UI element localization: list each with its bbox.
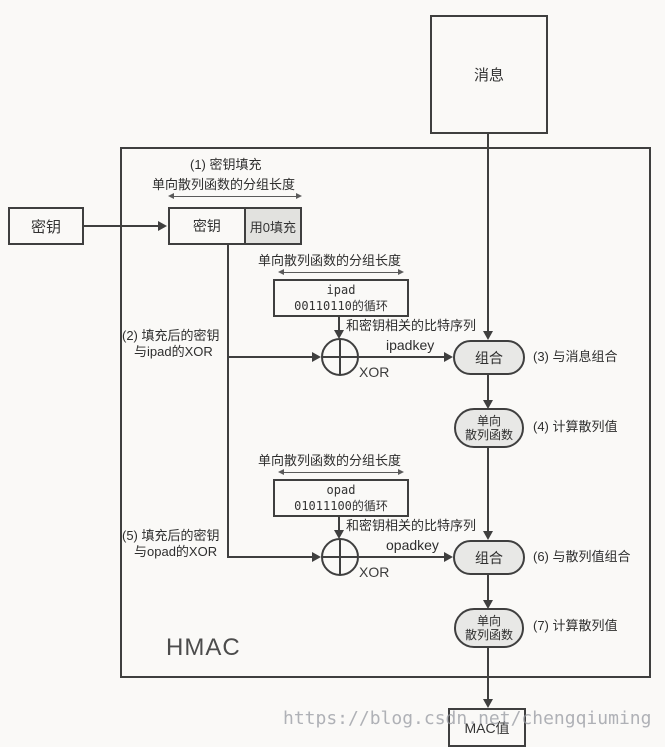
hash-function-node-2: 单向 散列函数 [454, 608, 524, 648]
combine2-label: 组合 [475, 549, 503, 566]
arrowhead-xor1-to-combine1 [444, 352, 453, 362]
connector-paddedkey-down [227, 245, 229, 558]
bit-sequence-label-1: 和密钥相关的比特序列 [346, 318, 477, 333]
xor1-label: XOR [359, 364, 390, 380]
key-box: 密钥 [8, 207, 84, 245]
block-length-label-3: 单向散列函数的分组长度 [258, 453, 402, 468]
hash1-label-line2: 散列函数 [464, 428, 513, 442]
zero-pad-cell: 用0填充 [243, 209, 300, 243]
arrowhead-hash2-to-mac [483, 699, 493, 708]
arrowhead-xor2-to-combine2 [444, 552, 453, 562]
hmac-title: HMAC [166, 634, 241, 661]
bit-sequence-label-2: 和密钥相关的比特序列 [346, 518, 477, 533]
arrowhead-to-xor2 [312, 552, 321, 562]
message-label: 消息 [473, 67, 504, 84]
ipadkey-label: ipadkey [386, 337, 435, 353]
block-length-label-1: 单向散列函数的分组长度 [152, 177, 296, 192]
connector-key-to-padded [84, 225, 160, 227]
hash2-label-line1: 单向 [476, 614, 501, 628]
key-label: 密钥 [30, 218, 61, 236]
connector-paddedkey-to-xor1 [227, 356, 315, 358]
padded-key-box: 密钥 用0填充 [168, 207, 302, 245]
step1-label: (1) 密钥填充 [190, 157, 262, 172]
step3-label: (3) 与消息组合 [533, 349, 618, 364]
connector-xor1-to-combine1 [359, 356, 447, 358]
hash1-label-line1: 单向 [476, 414, 501, 428]
connector-combine2-to-hash2 [487, 575, 489, 602]
step2-label-line1: (2) 填充后的密钥 [122, 328, 220, 343]
opad-label: opad [326, 483, 356, 497]
arrowhead-opad-to-xor2 [334, 530, 344, 539]
arrowhead-hash1-to-combine2 [483, 531, 493, 540]
step2-label-line2: 与ipad的XOR [134, 344, 213, 359]
arrowhead-to-xor1 [312, 352, 321, 362]
combine-node-1: 组合 [453, 340, 525, 375]
connector-message-to-combine1 [487, 134, 489, 333]
connector-paddedkey-to-xor2 [227, 556, 315, 558]
step4-label: (4) 计算散列值 [533, 419, 618, 434]
opad-cycle-label: 01011100的循环 [294, 499, 388, 513]
arrowhead-combine1-to-hash1 [483, 400, 493, 409]
double-arrow-icon [278, 268, 404, 277]
hash-function-node-1: 单向 散列函数 [454, 408, 524, 448]
combine-node-2: 组合 [453, 540, 525, 575]
connector-hash2-to-mac [487, 648, 489, 701]
opadkey-label: opadkey [386, 537, 439, 553]
ipad-cycle-label: 00110110的循环 [294, 299, 388, 313]
arrowhead-message-to-combine1 [483, 331, 493, 340]
padded-key-cell: 密钥 [170, 209, 244, 243]
xor-circle-icon-1 [321, 338, 359, 376]
step5-label-line2: 与opad的XOR [134, 544, 218, 559]
connector-xor2-to-combine2 [359, 556, 447, 558]
double-arrow-icon [278, 468, 404, 477]
arrowhead-combine2-to-hash2 [483, 600, 493, 609]
xor2-label: XOR [359, 564, 390, 580]
step6-label: (6) 与散列值组合 [533, 549, 631, 564]
hmac-container-box [120, 147, 651, 678]
watermark-url: https://blog.csdn.net/chengqiuming [283, 708, 652, 729]
xor-circle-icon-2 [321, 538, 359, 576]
ipad-box: ipad 00110110的循环 [273, 279, 409, 317]
hash2-label-line2: 散列函数 [464, 628, 513, 642]
connector-ipad-to-xor1 [338, 317, 340, 332]
padded-key-label: 密钥 [192, 218, 221, 234]
connector-opad-to-xor2 [338, 517, 340, 532]
ipad-label: ipad [326, 283, 356, 297]
block-length-label-2: 单向散列函数的分组长度 [258, 253, 402, 268]
opad-box: opad 01011100的循环 [273, 479, 409, 517]
combine1-label: 组合 [475, 349, 503, 366]
arrowhead-ipad-to-xor1 [334, 330, 344, 339]
message-box: 消息 [430, 15, 548, 134]
mac-value-label: MAC值 [464, 719, 510, 736]
double-arrow-icon [168, 192, 302, 201]
step7-label: (7) 计算散列值 [533, 618, 618, 633]
arrowhead-key-to-padded [158, 221, 167, 231]
zero-pad-label: 用0填充 [249, 219, 296, 235]
mac-value-box: MAC值 [448, 708, 526, 747]
step5-label-line1: (5) 填充后的密钥 [122, 528, 220, 543]
connector-combine1-to-hash1 [487, 375, 489, 402]
connector-hash1-to-combine2 [487, 448, 489, 533]
